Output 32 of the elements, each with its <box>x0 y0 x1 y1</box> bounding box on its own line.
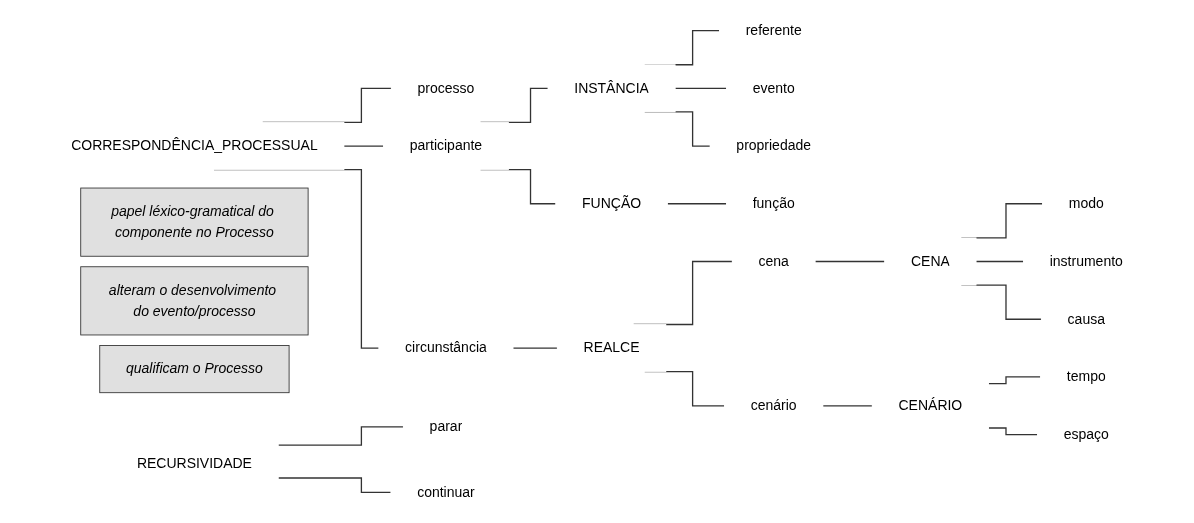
connector <box>277 426 405 446</box>
node-text: FUNÇÃO <box>582 195 642 211</box>
connector <box>277 477 392 494</box>
connector <box>975 260 1025 263</box>
connector <box>666 203 728 205</box>
node-text: propriedade <box>736 138 812 154</box>
connector <box>512 347 558 349</box>
node-text: circunstância <box>405 340 487 356</box>
node-box: papel léxico-gramatical do componente no Processo <box>80 187 309 257</box>
node-text: modo <box>1068 195 1104 211</box>
node-box: alteram o desenvolvimento do evento/processo <box>80 266 309 336</box>
node-box: qualificam o Processo <box>99 345 290 394</box>
node-text: processo <box>417 80 475 96</box>
node-text: instrumento <box>1049 253 1123 269</box>
connector <box>343 145 385 147</box>
node-text: tempo <box>1066 369 1106 384</box>
node-text: referente <box>745 22 802 38</box>
node-text: causa <box>1067 311 1105 327</box>
node-text: continuar <box>417 484 475 500</box>
node-text: parar <box>429 418 463 434</box>
node-text: cenário <box>750 397 797 413</box>
node-text: CENÁRIO <box>898 397 963 413</box>
node-text: RECURSIVIDADE <box>136 455 252 471</box>
connector <box>822 405 873 407</box>
node-text: função <box>752 195 795 211</box>
node-text: evento <box>752 80 795 96</box>
connector <box>987 376 1042 385</box>
node-text: espaço <box>1063 426 1109 442</box>
connector <box>987 427 1039 436</box>
node-text: cena <box>758 253 789 269</box>
connector <box>674 87 728 89</box>
connector <box>814 260 886 263</box>
